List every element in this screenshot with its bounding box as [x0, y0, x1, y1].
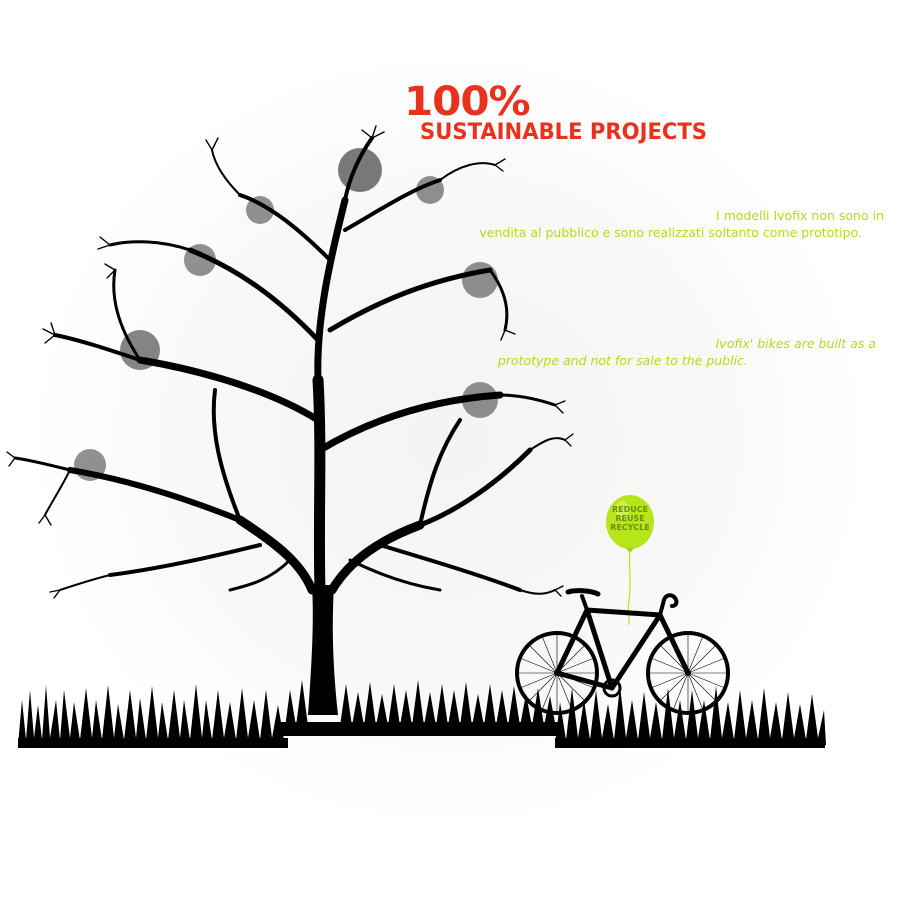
grass-silhouette — [18, 680, 826, 748]
italian-disclaimer-line2: vendita al pubblico e sono realizzati so… — [479, 225, 862, 240]
balloon-label: REDUCE REUSE RECYCLE — [604, 505, 656, 532]
bicycle-silhouette — [515, 588, 730, 715]
balloon-label-line3: RECYCLE — [610, 523, 650, 532]
italian-disclaimer-line1: I modelli Ivofix non sono in — [715, 208, 884, 223]
balloon-label-line2: REUSE — [615, 514, 645, 523]
english-disclaimer-line2: prototype and not for sale to the public… — [497, 353, 748, 368]
balloon-string — [627, 547, 631, 626]
english-disclaimer-line1: Ivofix' bikes are built as a — [715, 336, 876, 351]
tree-silhouette — [6, 125, 574, 715]
balloon — [606, 495, 654, 553]
balloon-label-line1: REDUCE — [611, 505, 649, 514]
italian-disclaimer: I modelli Ivofix non sono in vendita al … — [470, 207, 884, 241]
headline-subtitle: SUSTAINABLE PROJECTS — [420, 120, 708, 145]
headline-percent: 100% — [404, 79, 531, 125]
english-disclaimer: Ivofix' bikes are built as a prototype a… — [480, 335, 876, 369]
